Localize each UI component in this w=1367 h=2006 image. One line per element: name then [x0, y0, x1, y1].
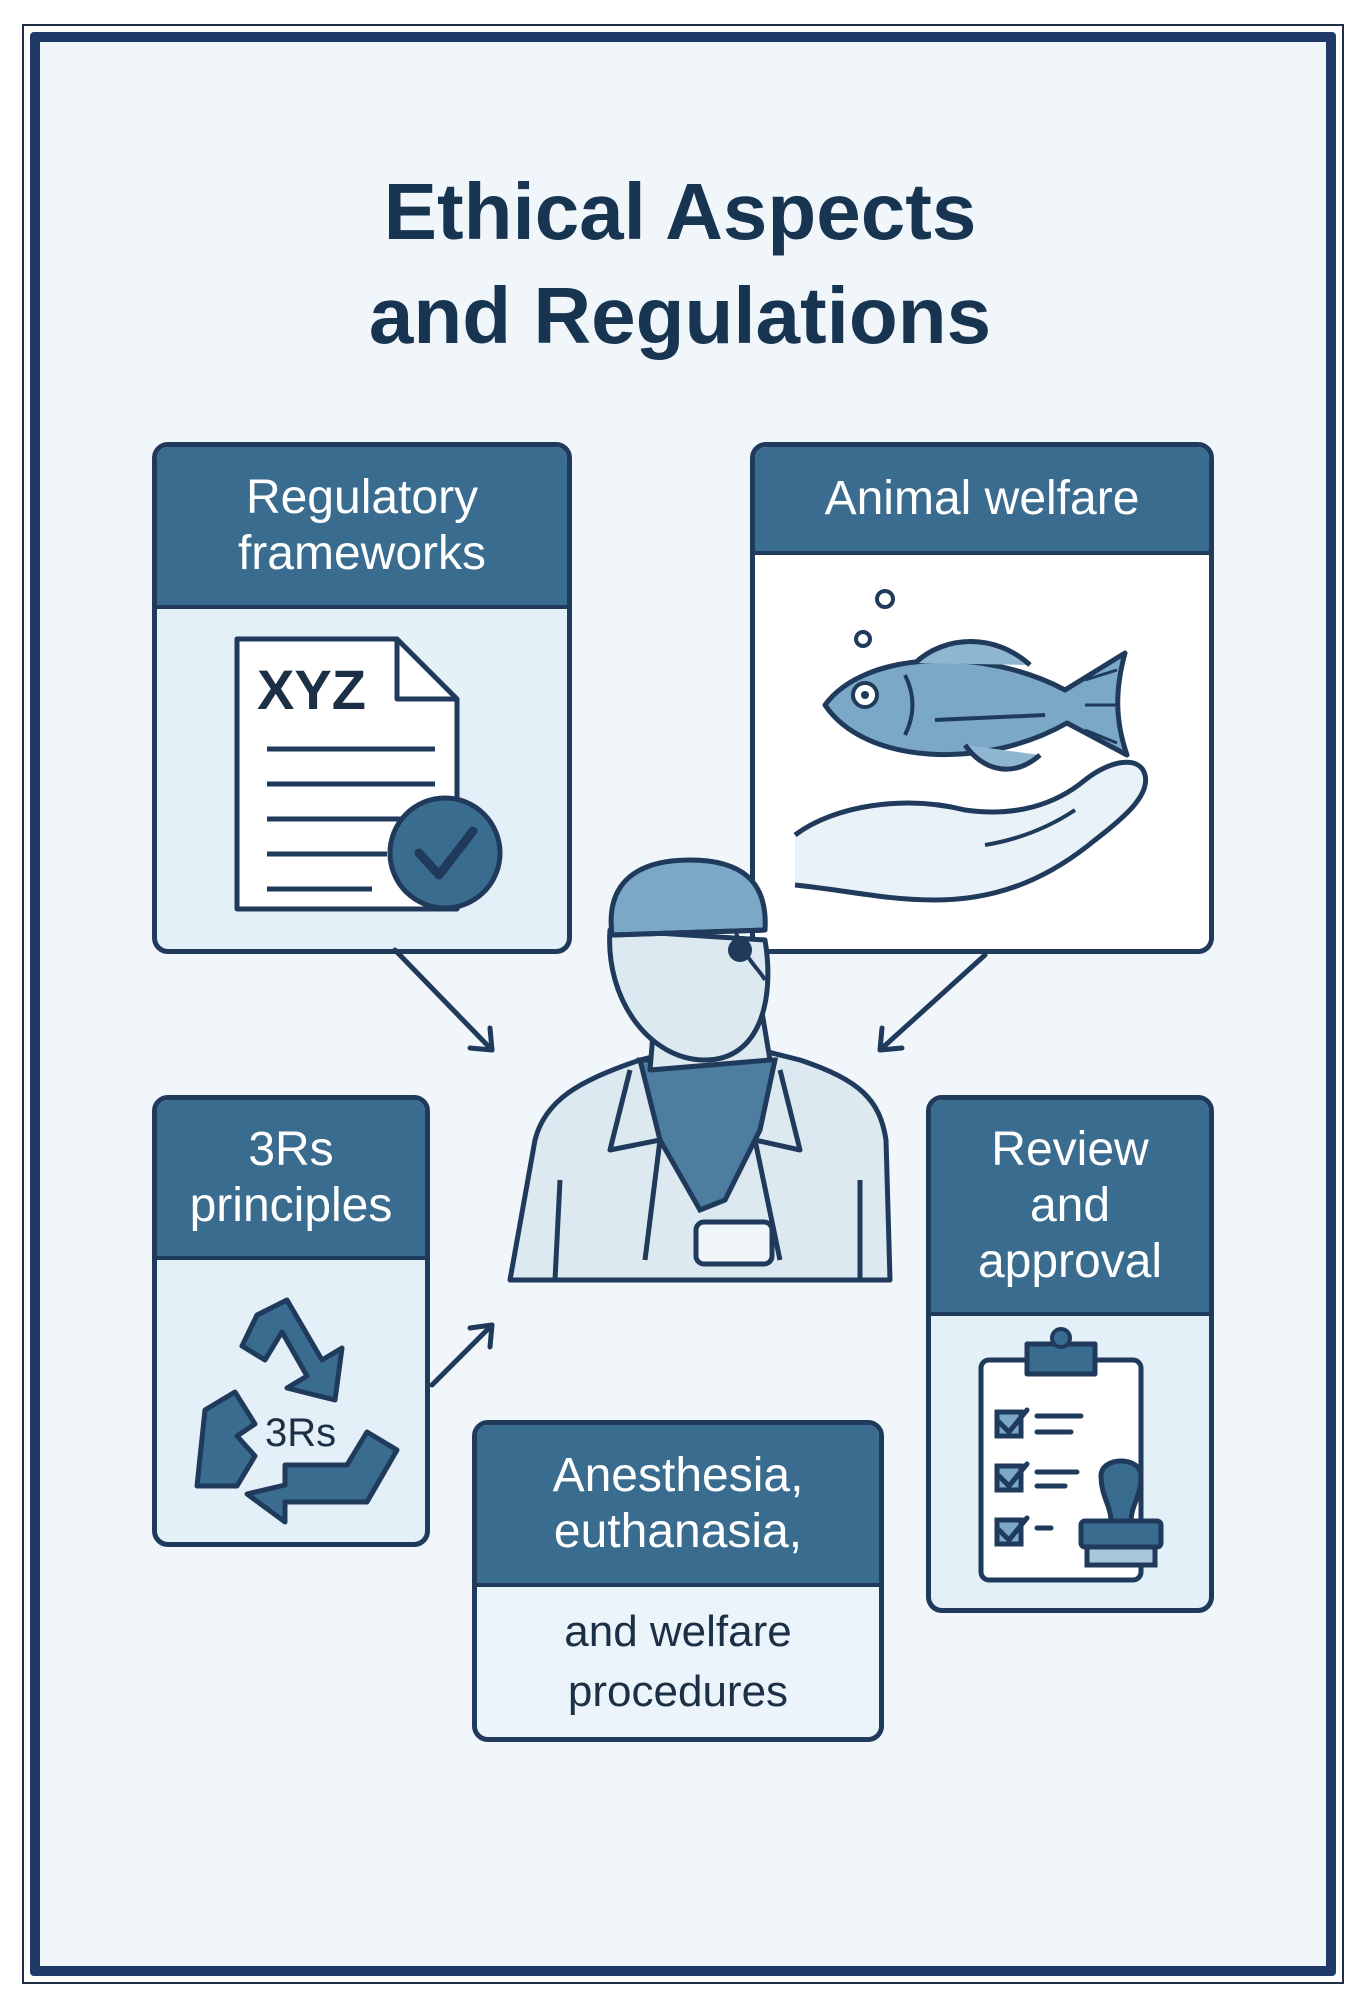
review-heading-line-3: approval [977, 1235, 1163, 1288]
card-body-animal-welfare [755, 555, 1209, 949]
regulatory-heading-line-1: Regulatory [245, 471, 479, 524]
card-body-regulatory: XYZ [157, 609, 567, 949]
arrows [392, 947, 988, 1388]
recycle-3rs-icon: 3Rs [194, 1297, 400, 1525]
card-header-review: Review and approval [931, 1100, 1209, 1316]
name-badge [693, 1219, 775, 1267]
animal-welfare-heading: Animal welfare [824, 472, 1140, 525]
procedures-body-line-2: procedures [567, 1667, 789, 1716]
card-review-approval: Review and approval [926, 1095, 1214, 1613]
title-line-2: and Regulations [368, 271, 992, 360]
card-3rs-principles: 3Rs principles 3Rs [152, 1095, 430, 1547]
regulatory-heading-line-2: frameworks [237, 527, 487, 580]
card-header-3rs: 3Rs principles [157, 1100, 425, 1260]
3rs-heading-line-1: 3Rs [248, 1123, 334, 1176]
fish-on-hand-icon [793, 589, 1149, 903]
3rs-heading-line-2: principles [189, 1179, 393, 1232]
clipboard-stamp-icon [978, 1327, 1164, 1583]
card-body-procedures: and welfare procedures [477, 1587, 879, 1737]
scientist-figure [507, 857, 893, 1283]
card-anesthesia-procedures: Anesthesia, euthanasia, and welfare proc… [472, 1420, 884, 1742]
document-check-icon: XYZ [234, 636, 503, 912]
hand-icon [793, 759, 1149, 903]
card-animal-welfare: Animal welfare [750, 442, 1214, 954]
arrow-animal-welfare [877, 952, 988, 1053]
review-heading-line-2: and [1029, 1179, 1111, 1232]
procedures-heading-line-2: euthanasia, [553, 1505, 803, 1558]
arrow-3rs [429, 1322, 495, 1388]
procedures-body-line-1: and welfare [564, 1607, 792, 1656]
card-regulatory-frameworks: Regulatory frameworks XYZ [152, 442, 572, 954]
recycle-icon-text: 3Rs [265, 1411, 336, 1455]
check-badge-icon [387, 795, 503, 911]
arrow-regulatory [392, 947, 495, 1053]
card-body-3rs: 3Rs [157, 1260, 425, 1542]
card-header-regulatory: Regulatory frameworks [157, 447, 567, 609]
review-heading-line-1: Review [991, 1123, 1149, 1176]
card-header-procedures: Anesthesia, euthanasia, [477, 1425, 879, 1587]
stamp-icon [1098, 1458, 1144, 1524]
title-line-1: Ethical Aspects [383, 167, 977, 256]
card-header-animal-welfare: Animal welfare [755, 447, 1209, 555]
document-text: XYZ [257, 658, 366, 721]
card-body-review [931, 1316, 1209, 1608]
page-title: Ethical Aspects and Regulations [180, 160, 1180, 368]
procedures-heading-line-1: Anesthesia, [552, 1449, 804, 1502]
